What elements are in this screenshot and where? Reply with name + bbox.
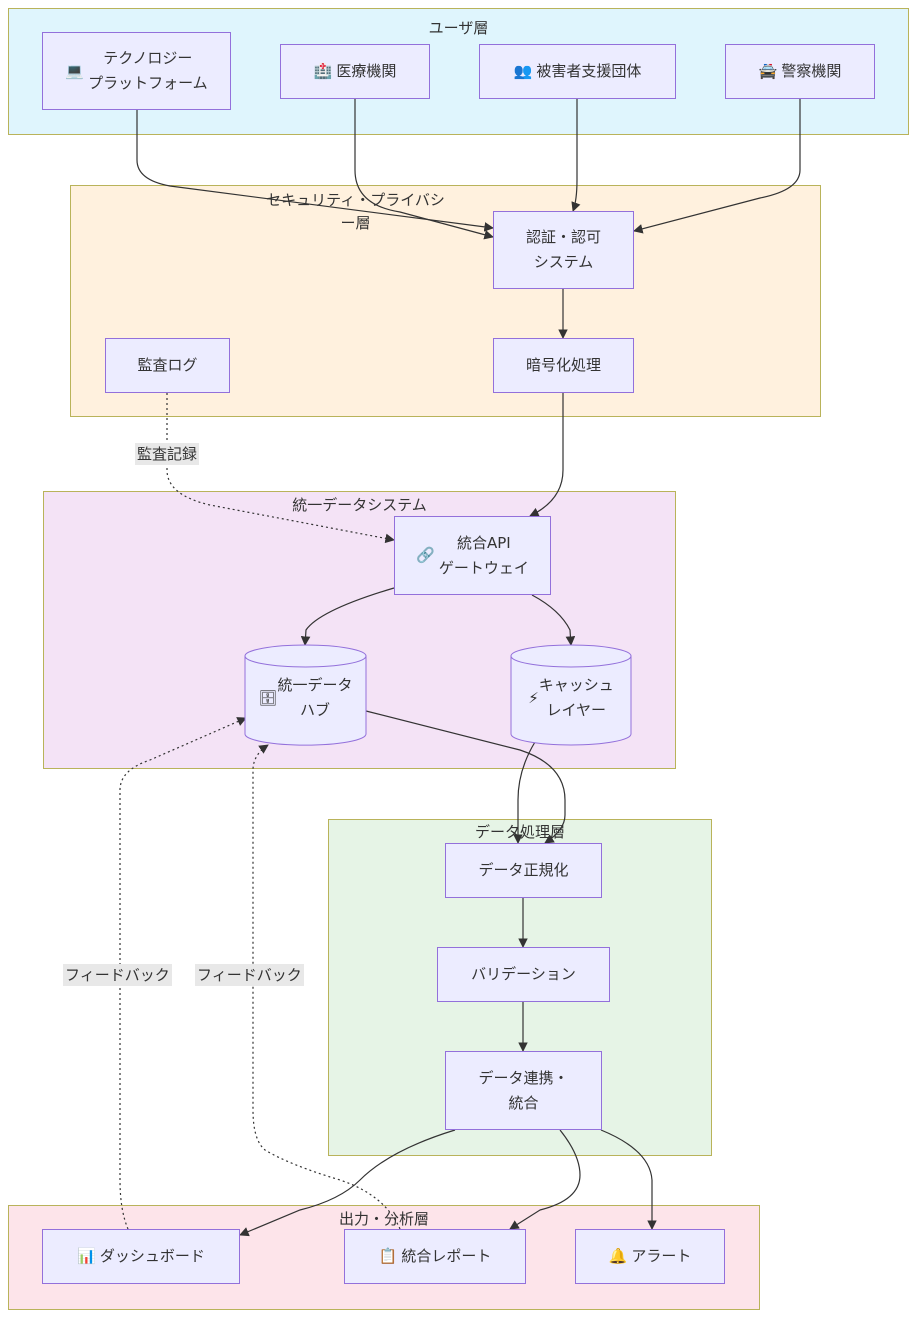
dashboard-label: ダッシュボード [99, 1247, 205, 1265]
encryption-label: 暗号化処理 [525, 356, 601, 374]
edge-audit-to-gateway [166, 393, 395, 544]
clipboard-icon: 📋 [378, 1247, 398, 1265]
bell-icon: 🔔 [608, 1247, 628, 1265]
feedback-label-dashboard: フィードバック [63, 964, 172, 986]
integration-node[interactable]: データ連携・ 統合 [445, 1051, 602, 1130]
edge-integration-to-dashboard [239, 1129, 456, 1237]
unified-data-layer-title: 統一データシステム [292, 496, 427, 514]
integration-label: データ連携・ 統合 [478, 1068, 569, 1112]
edge-report-feedback-to-hub [252, 744, 401, 1230]
encryption-node[interactable]: 暗号化処理 [493, 338, 634, 393]
alert-node[interactable]: 🔔アラート [575, 1229, 725, 1284]
lightning-icon: ⚡ [528, 688, 539, 707]
report-label: 統合レポート [401, 1247, 492, 1265]
edge-medical-to-auth [354, 99, 494, 240]
edge-integration-to-alert [600, 1129, 657, 1230]
edge-hub-to-normalize [365, 710, 566, 844]
police-label: 警察機関 [781, 62, 842, 80]
normalize-node[interactable]: データ正規化 [445, 843, 602, 898]
validation-node[interactable]: バリデーション [437, 947, 610, 1002]
link-icon: 🔗 [416, 546, 435, 564]
hospital-icon: 🏥 [313, 62, 333, 80]
tech-platform-label: テクノロジー プラットフォーム [88, 49, 208, 92]
cache-node[interactable]: ⚡キャッシュ レイヤー [511, 667, 631, 729]
medical-node[interactable]: 🏥医療機関 [280, 44, 430, 99]
edge-encryption-to-gateway [529, 393, 564, 517]
data-hub-cylinder[interactable] [244, 644, 367, 746]
tech-platform-node[interactable]: 💻テクノロジー プラットフォーム [42, 32, 231, 110]
edge-gateway-to-cache [531, 594, 576, 646]
feedback-label-report: フィードバック [195, 964, 304, 986]
edge-victim-to-auth [571, 99, 581, 212]
police-car-icon: 🚔 [758, 62, 778, 80]
data-hub-label: 統一データ ハブ [277, 676, 353, 719]
auth-node[interactable]: 認証・認可 システム [493, 211, 634, 289]
user-layer-title: ユーザ層 [428, 19, 489, 37]
victim-support-label: 被害者支援団体 [536, 62, 642, 80]
police-node[interactable]: 🚔警察機関 [725, 44, 875, 99]
edge-integration-to-report [509, 1129, 581, 1230]
audit-log-node[interactable]: 監査ログ [105, 338, 230, 393]
normalize-label: データ正規化 [478, 861, 569, 879]
output-layer-title: 出力・分析層 [338, 1210, 429, 1228]
bar-chart-icon: 📊 [77, 1247, 96, 1265]
laptop-icon: 💻 [65, 61, 85, 80]
alert-label: アラート [631, 1247, 692, 1265]
report-node[interactable]: 📋統合レポート [344, 1229, 526, 1284]
audit-record-label: 監査記録 [135, 443, 200, 465]
api-gateway-label: 統合API ゲートウェイ [438, 533, 529, 577]
edge-cache-to-normalize [513, 741, 536, 844]
edge-gateway-to-hub [300, 587, 395, 646]
dashboard-node[interactable]: 📊ダッシュボード [42, 1229, 240, 1284]
database-icon: 🗄 [258, 688, 278, 707]
auth-label: 認証・認可 システム [525, 228, 601, 271]
cache-label: キャッシュ レイヤー [538, 676, 614, 719]
validation-label: バリデーション [471, 965, 576, 983]
people-icon: 👥 [513, 62, 533, 80]
edge-police-to-auth [633, 99, 801, 234]
victim-support-node[interactable]: 👥被害者支援団体 [479, 44, 676, 99]
processing-layer-title: データ処理層 [474, 823, 565, 841]
edge-tech-to-auth [136, 110, 494, 232]
audit-log-label: 監査ログ [137, 356, 198, 374]
cache-cylinder[interactable] [510, 644, 632, 746]
api-gateway-node[interactable]: 🔗統合API ゲートウェイ [394, 516, 551, 595]
data-hub-node[interactable]: 🗄統一データ ハブ [245, 667, 366, 729]
medical-label: 医療機関 [336, 62, 397, 80]
